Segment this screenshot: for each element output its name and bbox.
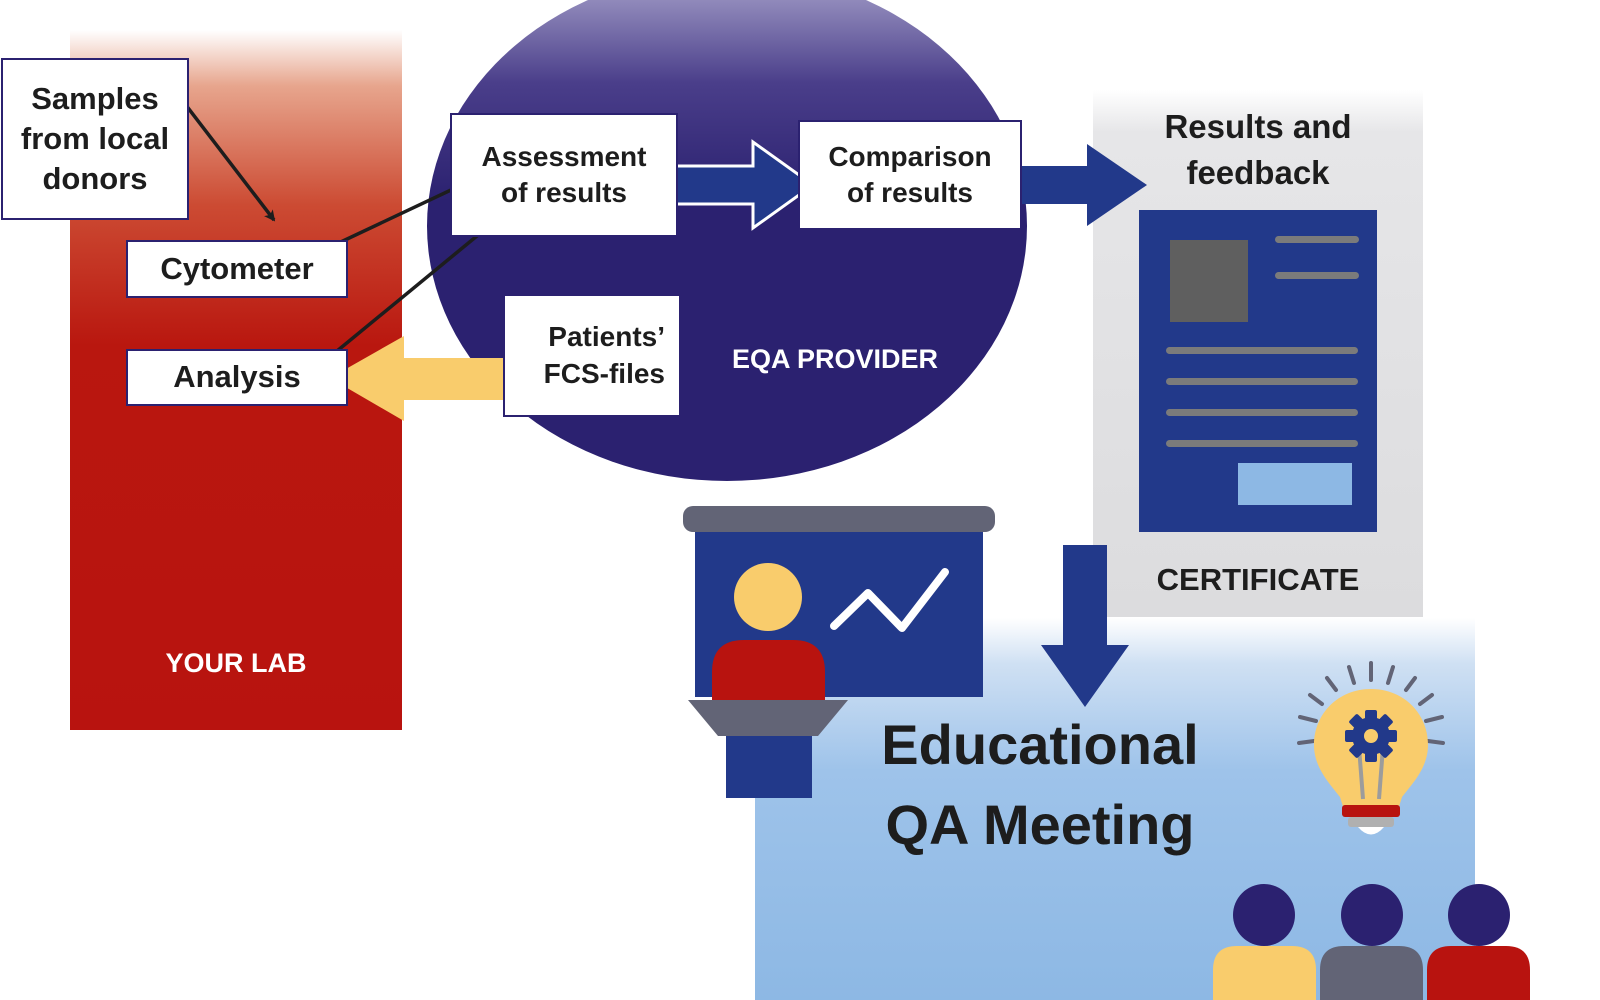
- lab-label: YOUR LAB: [165, 648, 307, 678]
- comparison-label: Comparison of results: [828, 140, 992, 208]
- assessment-box: Assessment of results: [450, 113, 678, 237]
- trend-chart-icon: [830, 568, 949, 632]
- meeting-title-line1: Educational: [881, 713, 1199, 776]
- cytometer-label: Cytometer: [160, 250, 314, 286]
- arrow-comparison-to-certificate: [998, 144, 1147, 226]
- arrow-assessment-to-comparison: [662, 139, 816, 231]
- presenter-icon: [688, 563, 848, 798]
- arrow-certificate-to-meeting: [1041, 545, 1129, 707]
- analysis-label: Analysis: [173, 359, 301, 395]
- meeting-title-line2: QA Meeting: [885, 793, 1195, 856]
- lightbulb-icon: [1297, 661, 1445, 835]
- fcs-files-box: Patients’ FCS-files: [503, 294, 681, 417]
- arrow-fcs-to-analysis: [330, 336, 524, 421]
- certificate-label: CERTIFICATE: [1156, 562, 1360, 597]
- samples-box: Samples from local donors: [1, 58, 189, 220]
- cytometer-box: Cytometer: [126, 240, 348, 298]
- samples-label: Samples from local donors: [20, 80, 170, 197]
- fcs-files-label: Patients’ FCS-files: [543, 321, 665, 389]
- comparison-box: Comparison of results: [798, 120, 1022, 230]
- assessment-label: Assessment of results: [481, 140, 647, 208]
- analysis-box: Analysis: [126, 349, 348, 406]
- eqa-provider-label: EQA PROVIDER: [731, 344, 939, 374]
- audience-icon: [1213, 884, 1530, 1000]
- arrow-samples-to-cytometer: [170, 85, 276, 222]
- certificate-heading: Results and feedback: [1164, 108, 1352, 191]
- gear-icon: [1345, 710, 1397, 762]
- document-icon: [1139, 210, 1377, 532]
